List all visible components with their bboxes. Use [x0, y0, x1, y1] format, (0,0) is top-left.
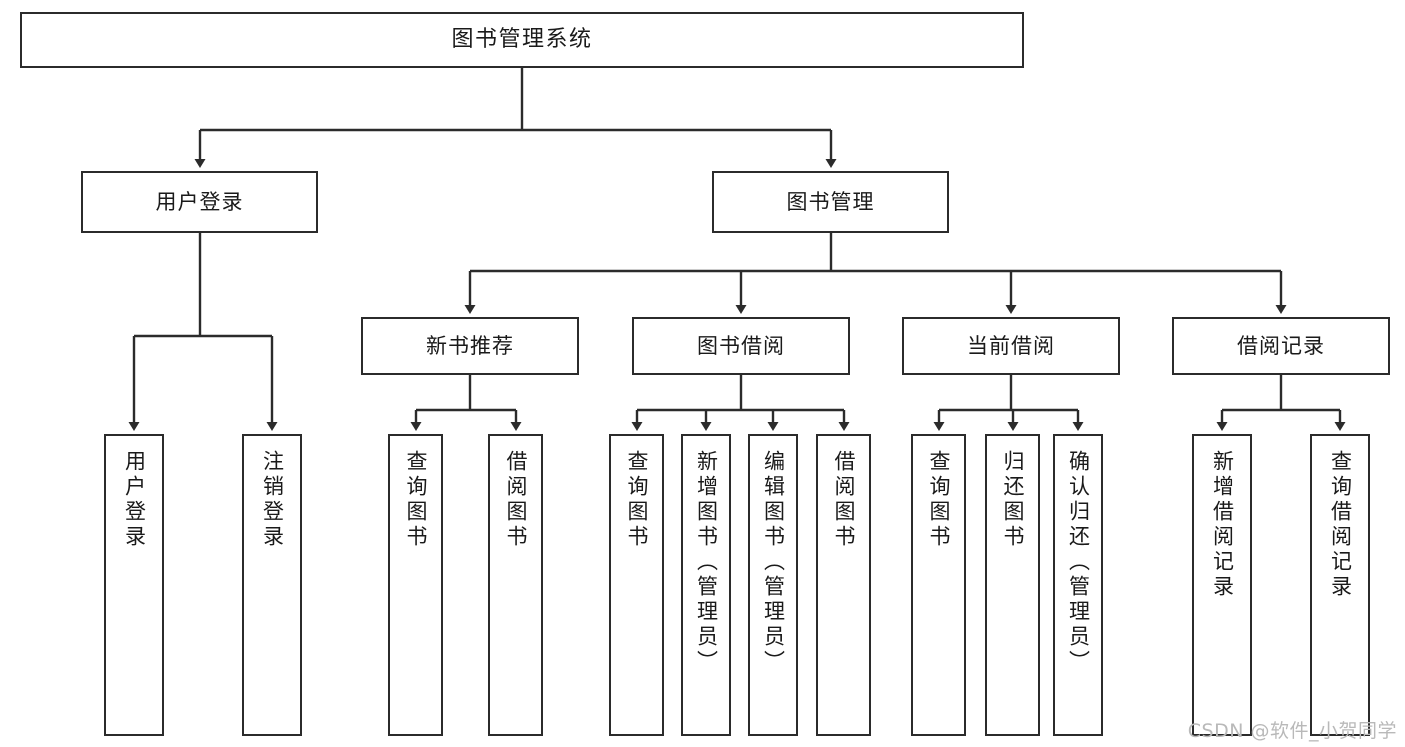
node-leaf-query-book-2[interactable]: 查询图书: [609, 434, 664, 736]
node-leaf-query-book-1-label: 查询图书: [404, 450, 428, 550]
node-new-book-recommend[interactable]: 新书推荐: [361, 317, 579, 375]
node-leaf-borrow-book-1[interactable]: 借阅图书: [488, 434, 543, 736]
node-user-login[interactable]: 用户登录: [81, 171, 318, 233]
node-user-login-label: 用户登录: [155, 189, 244, 214]
node-leaf-query-book-1[interactable]: 查询图书: [388, 434, 443, 736]
node-book-borrow[interactable]: 图书借阅: [632, 317, 850, 375]
node-borrow-record[interactable]: 借阅记录: [1172, 317, 1390, 375]
node-leaf-user-login[interactable]: 用户登录: [104, 434, 164, 736]
node-leaf-add-record[interactable]: 新增借阅记录: [1192, 434, 1252, 736]
node-book-manage[interactable]: 图书管理: [712, 171, 949, 233]
node-leaf-add-record-label: 新增借阅记录: [1210, 450, 1235, 600]
node-leaf-borrow-book-1-label: 借阅图书: [504, 450, 528, 550]
node-current-borrow-label: 当前借阅: [967, 333, 1055, 358]
node-leaf-return-book-label: 归还图书: [1001, 450, 1025, 550]
node-leaf-add-book[interactable]: 新增图书（管理员）: [681, 434, 731, 736]
node-book-manage-label: 图书管理: [786, 189, 875, 214]
node-leaf-query-book-2-label: 查询图书: [625, 450, 649, 550]
node-leaf-logout[interactable]: 注销登录: [242, 434, 302, 736]
node-current-borrow[interactable]: 当前借阅: [902, 317, 1120, 375]
node-leaf-add-book-label: 新增图书（管理员）: [694, 450, 719, 675]
node-leaf-borrow-book-2[interactable]: 借阅图书: [816, 434, 871, 736]
node-leaf-edit-book-label: 编辑图书（管理员）: [761, 450, 786, 675]
node-borrow-record-label: 借阅记录: [1237, 333, 1325, 358]
node-leaf-user-login-label: 用户登录: [122, 450, 147, 550]
node-leaf-confirm-return[interactable]: 确认归还（管理员）: [1053, 434, 1103, 736]
node-root-label: 图书管理系统: [451, 27, 593, 53]
node-leaf-logout-label: 注销登录: [260, 450, 285, 550]
node-book-borrow-label: 图书借阅: [697, 333, 785, 358]
node-leaf-query-book-3-label: 查询图书: [927, 450, 951, 550]
node-leaf-query-record-label: 查询借阅记录: [1328, 450, 1353, 600]
node-leaf-borrow-book-2-label: 借阅图书: [832, 450, 856, 550]
node-new-book-recommend-label: 新书推荐: [426, 333, 514, 358]
node-leaf-confirm-return-label: 确认归还（管理员）: [1066, 450, 1091, 675]
node-leaf-edit-book[interactable]: 编辑图书（管理员）: [748, 434, 798, 736]
watermark: CSDN @软件_小贺同学: [1187, 720, 1397, 742]
node-leaf-query-record[interactable]: 查询借阅记录: [1310, 434, 1370, 736]
node-leaf-query-book-3[interactable]: 查询图书: [911, 434, 966, 736]
node-leaf-return-book[interactable]: 归还图书: [985, 434, 1040, 736]
node-root[interactable]: 图书管理系统: [20, 12, 1024, 68]
